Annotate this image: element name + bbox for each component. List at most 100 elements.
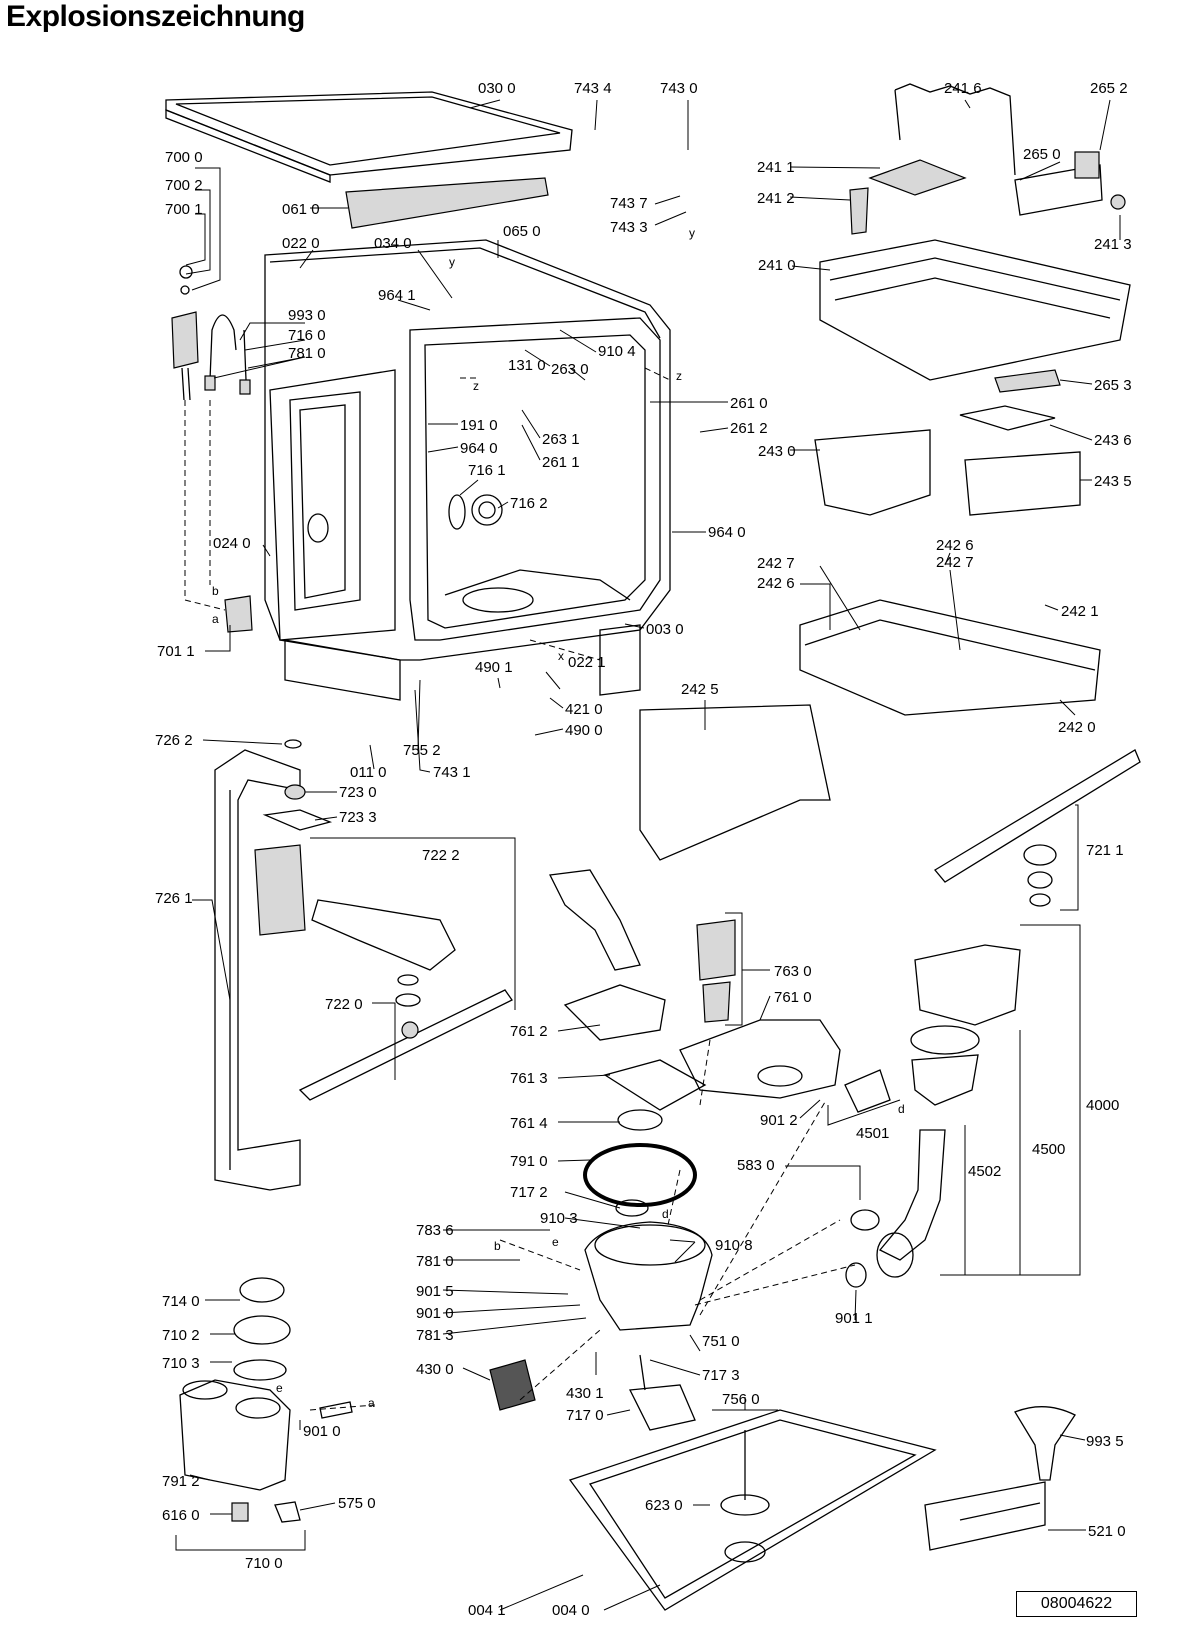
leader-lines <box>175 99 1121 1611</box>
label-l9641a: 964 1 <box>378 287 416 304</box>
diagram-title: Explosionszeichnung <box>6 0 305 33</box>
drawing-reference-number: 08004622 <box>1016 1591 1137 1617</box>
label-l7510: 751 0 <box>702 1333 740 1350</box>
label-l2421: 242 1 <box>1061 603 1099 620</box>
valve-700-shape <box>171 311 199 369</box>
label-cy1: y <box>449 255 455 269</box>
label-ce1: e <box>552 1235 559 1249</box>
label-l9010a: 901 0 <box>416 1305 454 1322</box>
label-ca2: a <box>368 1396 375 1410</box>
label-l4300: 430 0 <box>416 1361 454 1378</box>
label-l4301: 430 1 <box>566 1385 604 1402</box>
label-l2650: 265 0 <box>1023 146 1061 163</box>
label-l7261: 726 1 <box>155 890 193 907</box>
label-l2630: 263 0 <box>551 361 589 378</box>
heater-housing-shape <box>914 944 1021 1026</box>
label-l9015: 901 5 <box>416 1283 454 1300</box>
label-l7810a: 781 0 <box>288 345 326 362</box>
label-l2426a: 242 6 <box>936 537 974 554</box>
label-l5750: 575 0 <box>338 1495 376 1512</box>
label-l7630: 763 0 <box>774 963 812 980</box>
label-l7430: 743 0 <box>660 80 698 97</box>
label-cz2: z <box>676 369 682 383</box>
label-l0650: 065 0 <box>503 223 541 240</box>
label-l9011: 901 1 <box>835 1310 873 1327</box>
base-plate-shape <box>568 1409 937 1611</box>
cutlery-basket-a-shape <box>814 429 931 516</box>
label-ce2: e <box>276 1381 283 1395</box>
label-l7140: 714 0 <box>162 1293 200 1310</box>
water-softener-shape <box>179 1379 291 1491</box>
label-l7102: 710 2 <box>162 1327 200 1344</box>
label-l7437: 743 7 <box>610 195 648 212</box>
label-l7103: 710 3 <box>162 1355 200 1372</box>
label-l2425: 242 5 <box>681 681 719 698</box>
label-cd1: d <box>898 1102 905 1116</box>
label-cz1: z <box>473 379 479 393</box>
label-l2427b: 242 7 <box>936 554 974 571</box>
label-l7233: 723 3 <box>339 809 377 826</box>
label-l7431: 743 1 <box>433 764 471 781</box>
label-l7552: 755 2 <box>403 742 441 759</box>
cutlery-basket-b-shape <box>964 451 1081 516</box>
label-l7172: 717 2 <box>510 1184 548 1201</box>
label-l7222: 722 2 <box>422 847 460 864</box>
label-l2610: 261 0 <box>730 395 768 412</box>
label-l4210: 421 0 <box>565 701 603 718</box>
label-l2653: 265 3 <box>1094 377 1132 394</box>
label-l4900: 490 0 <box>565 722 603 739</box>
label-l7560: 756 0 <box>722 1391 760 1408</box>
label-l1310: 131 0 <box>508 357 546 374</box>
upper-spray-arm-shape <box>934 749 1141 883</box>
label-l9640b: 964 0 <box>708 524 746 541</box>
label-l7170: 717 0 <box>566 1407 604 1424</box>
label-l0030: 003 0 <box>646 621 684 638</box>
label-l1910: 191 0 <box>460 417 498 434</box>
label-l9103: 910 3 <box>540 1210 578 1227</box>
funnel-shape <box>1014 1406 1076 1481</box>
label-l7813: 781 3 <box>416 1327 454 1344</box>
label-l4000: 4000 <box>1086 1097 1119 1114</box>
label-l9012: 901 2 <box>760 1112 798 1129</box>
label-l2411: 241 1 <box>757 159 795 176</box>
label-l2412: 241 2 <box>757 190 795 207</box>
label-l5210: 521 0 <box>1088 1523 1126 1540</box>
control-panel-shape <box>924 1481 1046 1551</box>
label-l7000: 700 0 <box>165 149 203 166</box>
label-l9930: 993 0 <box>288 307 326 324</box>
sump-seal-ring <box>583 1143 697 1207</box>
label-cy2: y <box>689 226 695 240</box>
label-l6160: 616 0 <box>162 1507 200 1524</box>
label-l7161: 716 1 <box>468 462 506 479</box>
spray-pipe-shape <box>214 749 301 1191</box>
label-l9935: 993 5 <box>1086 1433 1124 1450</box>
label-l2436: 243 6 <box>1094 432 1132 449</box>
label-l0220: 022 0 <box>282 235 320 252</box>
label-l2611: 261 1 <box>542 454 580 471</box>
label-l2612: 261 2 <box>730 420 768 437</box>
label-l0340: 034 0 <box>374 235 412 252</box>
label-l7001: 700 1 <box>165 201 203 218</box>
label-cb2: b <box>494 1239 501 1253</box>
label-l7162: 716 2 <box>510 495 548 512</box>
label-l7910: 791 0 <box>510 1153 548 1170</box>
label-l2652: 265 2 <box>1090 80 1128 97</box>
upper-basket-shape <box>819 239 1131 381</box>
label-l2420: 242 0 <box>1058 719 1096 736</box>
label-l0110: 011 0 <box>350 764 386 781</box>
insulation-strip-shape <box>345 177 549 229</box>
flat-filter-shape <box>679 1019 841 1099</box>
label-l4502: 4502 <box>968 1163 1001 1180</box>
label-l7434: 743 4 <box>574 80 612 97</box>
drawn-parts <box>165 83 1141 1611</box>
label-l7610: 761 0 <box>774 989 812 1006</box>
label-l4500: 4500 <box>1032 1141 1065 1158</box>
label-l7836: 783 6 <box>416 1222 454 1239</box>
label-l0300: 030 0 <box>478 80 516 97</box>
label-l7173: 717 3 <box>702 1367 740 1384</box>
label-l2416: 241 6 <box>944 80 982 97</box>
label-l2426b: 242 6 <box>757 575 795 592</box>
